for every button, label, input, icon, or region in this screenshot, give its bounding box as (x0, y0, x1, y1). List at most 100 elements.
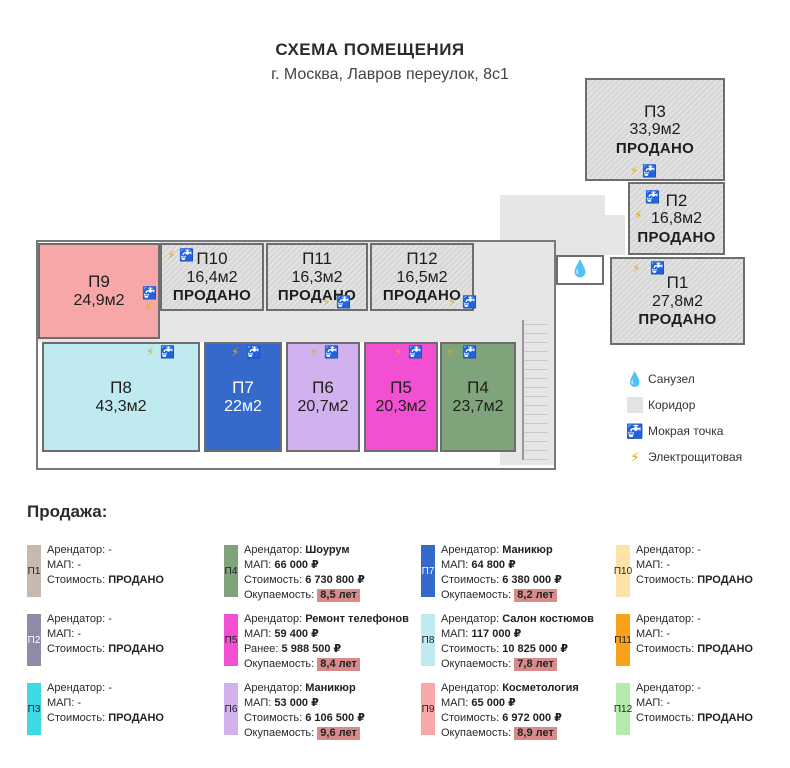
card-value: - (77, 559, 82, 571)
card-line: Арендатор: - (47, 543, 164, 558)
legend-item-wet-point: 🚰 Мокрая точка (622, 418, 742, 444)
unit-swatch: П8 (421, 614, 435, 666)
card-value: Салон костюмов (502, 613, 594, 625)
card-label: Окупаемость: (441, 727, 512, 739)
card-label: Стоимость: (441, 712, 500, 724)
room-status: ПРОДАНО (382, 287, 462, 305)
room-p11[interactable]: П11 16,3м2 ПРОДАНО (266, 243, 368, 311)
room-p1[interactable]: П1 27,8м2 ПРОДАНО (610, 257, 745, 345)
card-line: Арендатор: Косметология (441, 681, 579, 696)
room-name: П8 (110, 378, 132, 398)
drop-icon: 💧 (626, 370, 644, 387)
room-p10[interactable]: П10 16,4м2 ПРОДАНО (160, 243, 264, 311)
card-label: Стоимость: (244, 712, 303, 724)
staircase (522, 320, 548, 460)
unit-swatch: П10 (613, 545, 633, 597)
room-area: 27,8м2 (651, 292, 704, 310)
card-line: МАП: - (636, 558, 753, 573)
legend-item-bathroom: 💧 Санузел (622, 366, 742, 392)
room-p5[interactable]: П5 20,3м2 (364, 342, 438, 452)
tap-icon: 🚰 (642, 164, 657, 178)
card-line: Арендатор: Шоурум (244, 543, 365, 558)
unit-swatch: П4 (224, 545, 238, 597)
card-label: МАП: (636, 697, 664, 709)
card-label: МАП: (47, 697, 75, 709)
room-status: ПРОДАНО (277, 287, 357, 305)
tap-icon: 🚰 (179, 248, 194, 262)
bolt-icon: ⚡ (448, 295, 457, 309)
card-value: Косметология (502, 682, 579, 694)
card-value: 59 400 ₽ (274, 628, 319, 640)
tap-icon: 🚰 (160, 345, 175, 359)
card-line: Арендатор: - (636, 681, 753, 696)
room-area: 16,3м2 (291, 268, 343, 286)
card-label: Арендатор: (441, 544, 500, 556)
legend-item-switchboard: ⚡ Электрощитовая (622, 444, 742, 470)
unit-code: П12 (613, 703, 633, 715)
card-label: Арендатор: (636, 682, 695, 694)
room-area: 20,7м2 (297, 397, 349, 415)
card-value: Маникюр (502, 544, 553, 556)
card-label: Арендатор: (244, 544, 303, 556)
unit-code: П2 (27, 634, 41, 646)
address: г. Москва, Лавров переулок, 8с1 (271, 66, 509, 83)
room-area: 16,4м2 (186, 268, 238, 286)
room-status: ПРОДАНО (172, 287, 252, 305)
card-value: 6 730 800 ₽ (305, 574, 365, 586)
bolt-icon: ⚡ (167, 248, 176, 262)
card-label: Арендатор: (47, 613, 106, 625)
tap-icon: 🚰 (142, 286, 157, 300)
card-line: Арендатор: Маникюр (441, 543, 562, 558)
room-area: 43,3м2 (95, 397, 147, 415)
card-label: Окупаемость: (244, 727, 315, 739)
card-label: Стоимость: (636, 643, 695, 655)
card-details: Арендатор: -МАП: -Стоимость: ПРОДАНО (636, 543, 753, 588)
legend-label: Санузел (648, 372, 695, 386)
room-name: П11 (302, 249, 332, 269)
card-line: МАП: 117 000 ₽ (441, 627, 594, 642)
card-value: 6 106 500 ₽ (305, 712, 365, 724)
unit-code: П10 (613, 565, 633, 577)
room-status: ПРОДАНО (638, 311, 717, 329)
unit-swatch: П9 (421, 683, 435, 735)
card-value: 5 988 500 ₽ (281, 643, 342, 655)
room-p3[interactable]: П3 33,9м2 ПРОДАНО (585, 78, 725, 181)
unit-swatch: П7 (421, 545, 435, 597)
unit-code: П9 (421, 703, 435, 715)
room-name: П7 (232, 378, 254, 398)
room-name: П5 (390, 378, 412, 398)
card-value: - (666, 697, 671, 709)
card-label: Стоимость: (47, 643, 106, 655)
room-p9[interactable]: П9 24,9м2 (38, 243, 160, 339)
room-p7[interactable]: П7 22м2 (204, 342, 282, 452)
room-p2[interactable]: П2 16,8м2 ПРОДАНО (628, 182, 725, 255)
tap-icon: 🚰 (650, 261, 665, 275)
unit-code: П5 (224, 634, 238, 646)
room-p8[interactable]: П8 43,3м2 (42, 342, 200, 452)
unit-code: П7 (421, 565, 435, 577)
room-p4[interactable]: П4 23,7м2 (440, 342, 516, 452)
card-label: Окупаемость: (441, 589, 512, 601)
card-value: 66 000 ₽ (274, 559, 319, 571)
room-p12[interactable]: П12 16,5м2 ПРОДАНО (370, 243, 474, 311)
card-label: МАП: (441, 559, 469, 571)
room-p6[interactable]: П6 20,7м2 (286, 342, 360, 452)
card-line: Арендатор: Ремонт телефонов (244, 612, 409, 627)
unit-swatch: П1 (27, 545, 41, 597)
bolt-icon: ⚡ (630, 164, 639, 178)
card-value: - (108, 613, 112, 625)
card-line: Стоимость: 10 825 000 ₽ (441, 642, 594, 657)
room-name: П2 (665, 190, 688, 210)
unit-swatch: П6 (224, 683, 238, 735)
card-line: Окупаемость: 8,4 лет (244, 657, 409, 672)
card-value: ПРОДАНО (108, 712, 164, 724)
bolt-icon: ⚡ (231, 345, 240, 359)
card-line: Стоимость: 6 972 000 ₽ (441, 711, 579, 726)
bathroom: 💧 (556, 255, 604, 285)
